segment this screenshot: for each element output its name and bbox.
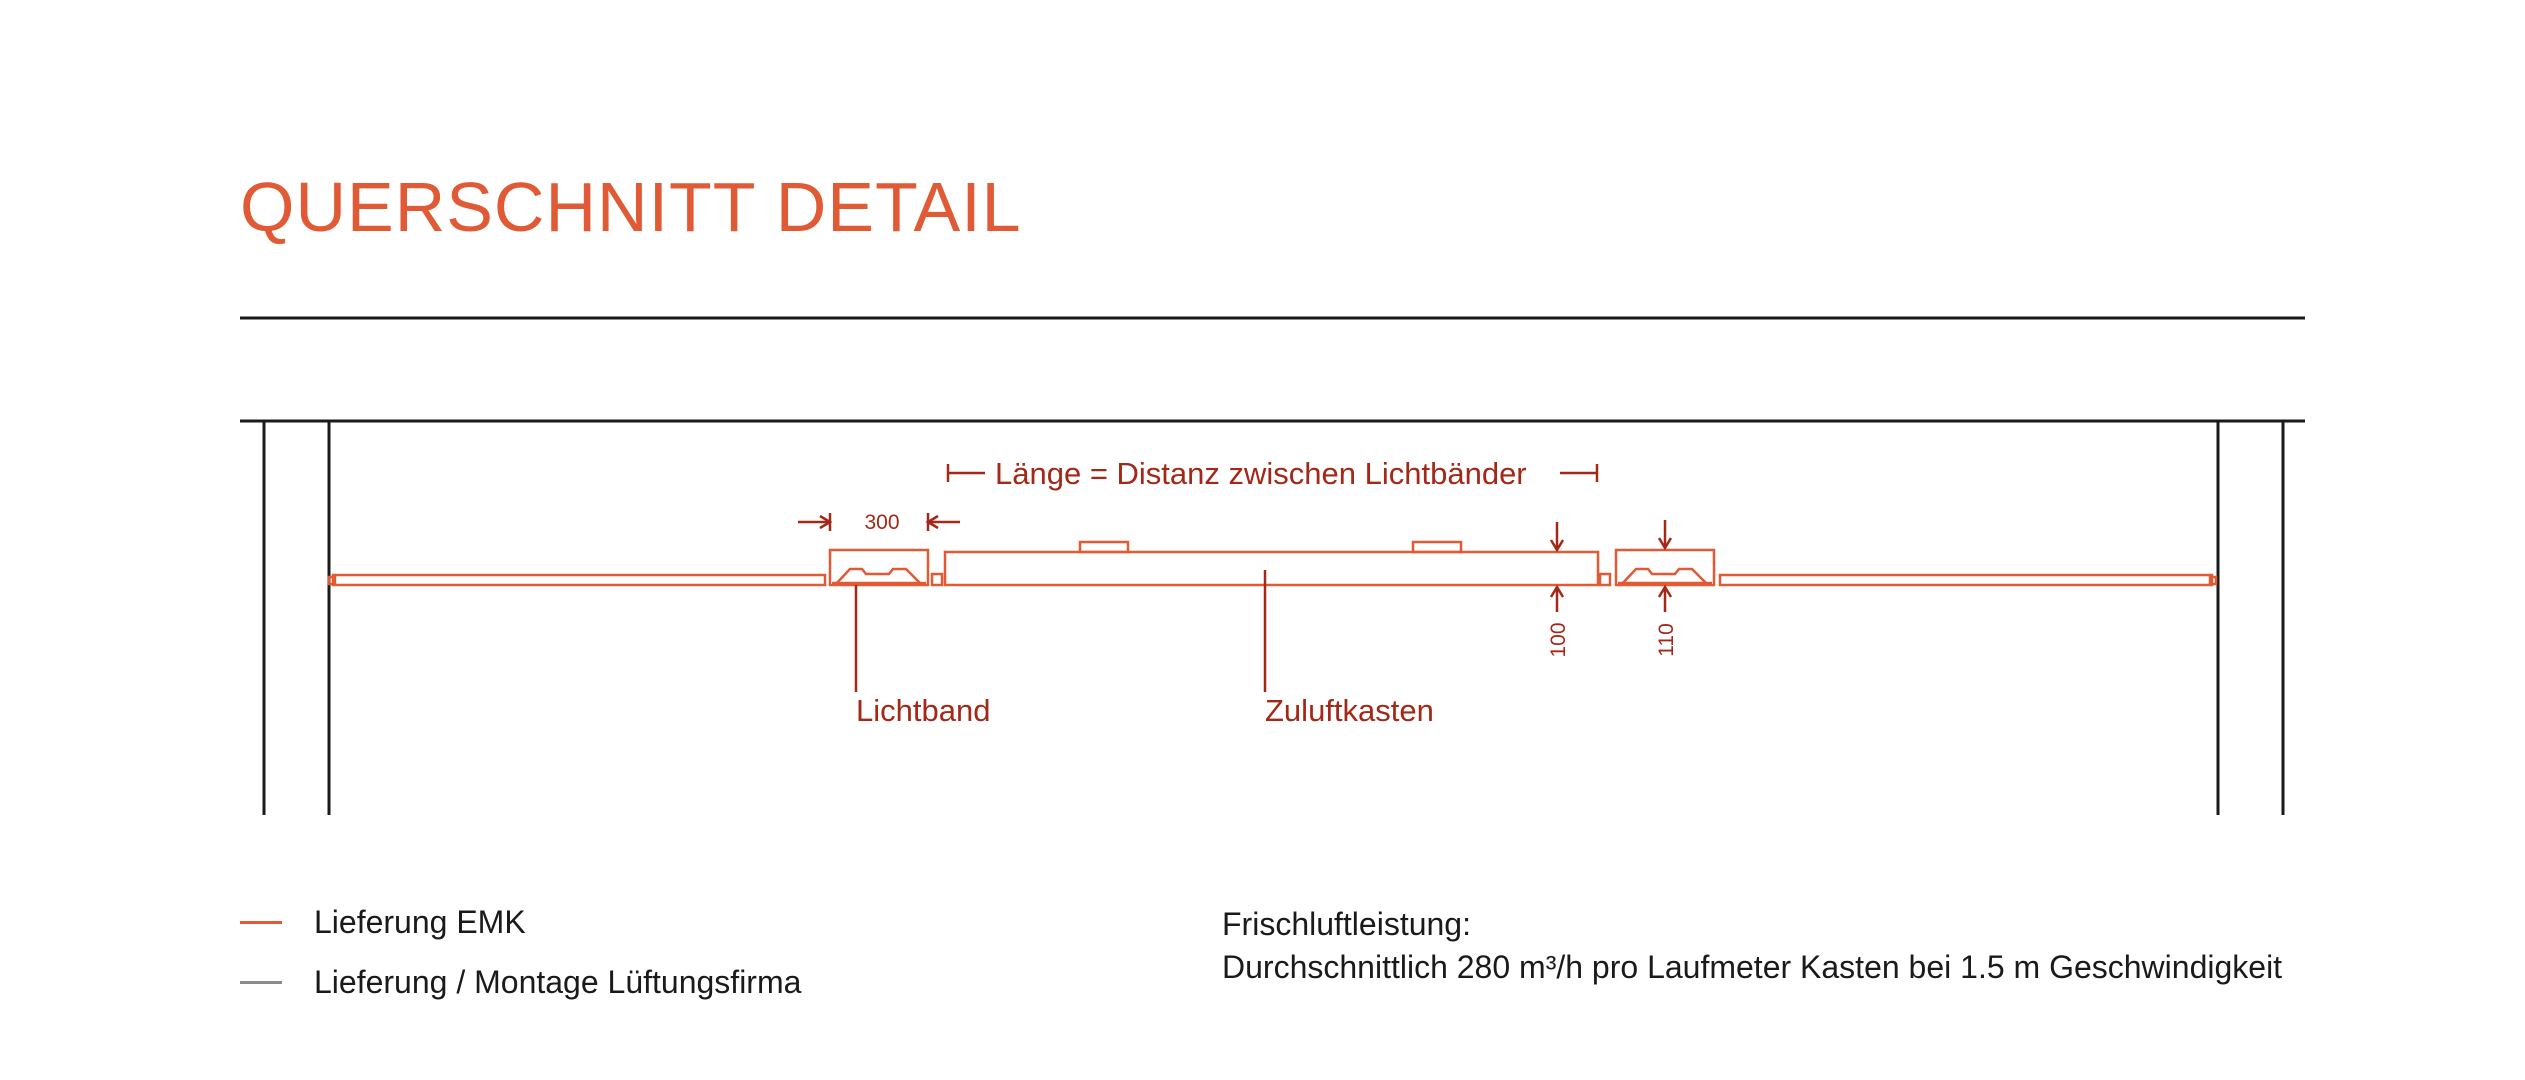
- zuluftkasten-stud-right: [1411, 540, 1463, 554]
- legend-swatch-lueftungsfirma: [240, 980, 282, 984]
- zuluftkasten-stud-left: [1078, 540, 1130, 554]
- lichtband-label: Lichtband: [856, 693, 990, 728]
- legend-swatch-emk: [240, 920, 282, 924]
- light-height-dimension-label: 110: [1655, 623, 1678, 656]
- zuluftkasten-label: Zuluftkasten: [1265, 693, 1434, 728]
- width-dimension-label: 300: [864, 511, 899, 534]
- left-ceiling-panel: [331, 573, 827, 587]
- legend: Lieferung EMK Lieferung / Montage Lüftun…: [240, 900, 801, 1020]
- box-height-dimension-label: 100: [1547, 622, 1570, 657]
- airflow-info: Frischluftleistung: Durchschnittlich 280…: [1222, 903, 2282, 989]
- length-dimension-label: Länge = Distanz zwischen Lichtbänder: [995, 456, 1527, 491]
- zuluftkasten-box: [943, 550, 1600, 587]
- airflow-info-text: Durchschnittlich 280 m³/h pro Laufmeter …: [1222, 949, 2283, 985]
- left-connector-block: [930, 572, 944, 587]
- length-dimension-marker: [946, 464, 1599, 482]
- right-lichtband-profile: [1614, 548, 1716, 587]
- legend-item-lueftungsfirma: Lieferung / Montage Lüftungsfirma: [240, 960, 801, 1004]
- width-dimension-arrows: [798, 513, 960, 531]
- light-height-dimension-arrows: [1657, 520, 1673, 612]
- right-ceiling-panel: [1718, 573, 2214, 587]
- airflow-info-heading: Frischluftleistung:: [1222, 906, 1471, 942]
- right-panel-end-cap: [2208, 575, 2218, 586]
- left-panel-end-cap: [327, 575, 337, 586]
- legend-label-emk: Lieferung EMK: [314, 903, 526, 940]
- legend-item-emk: Lieferung EMK: [240, 900, 801, 944]
- legend-label-lueftungsfirma: Lieferung / Montage Lüftungsfirma: [314, 963, 802, 1000]
- right-connector-block: [1598, 572, 1612, 587]
- left-lichtband-profile: [828, 548, 930, 587]
- box-height-dimension-arrows: [1549, 522, 1565, 612]
- page-title: QUERSCHNITT DETAIL: [240, 168, 1022, 246]
